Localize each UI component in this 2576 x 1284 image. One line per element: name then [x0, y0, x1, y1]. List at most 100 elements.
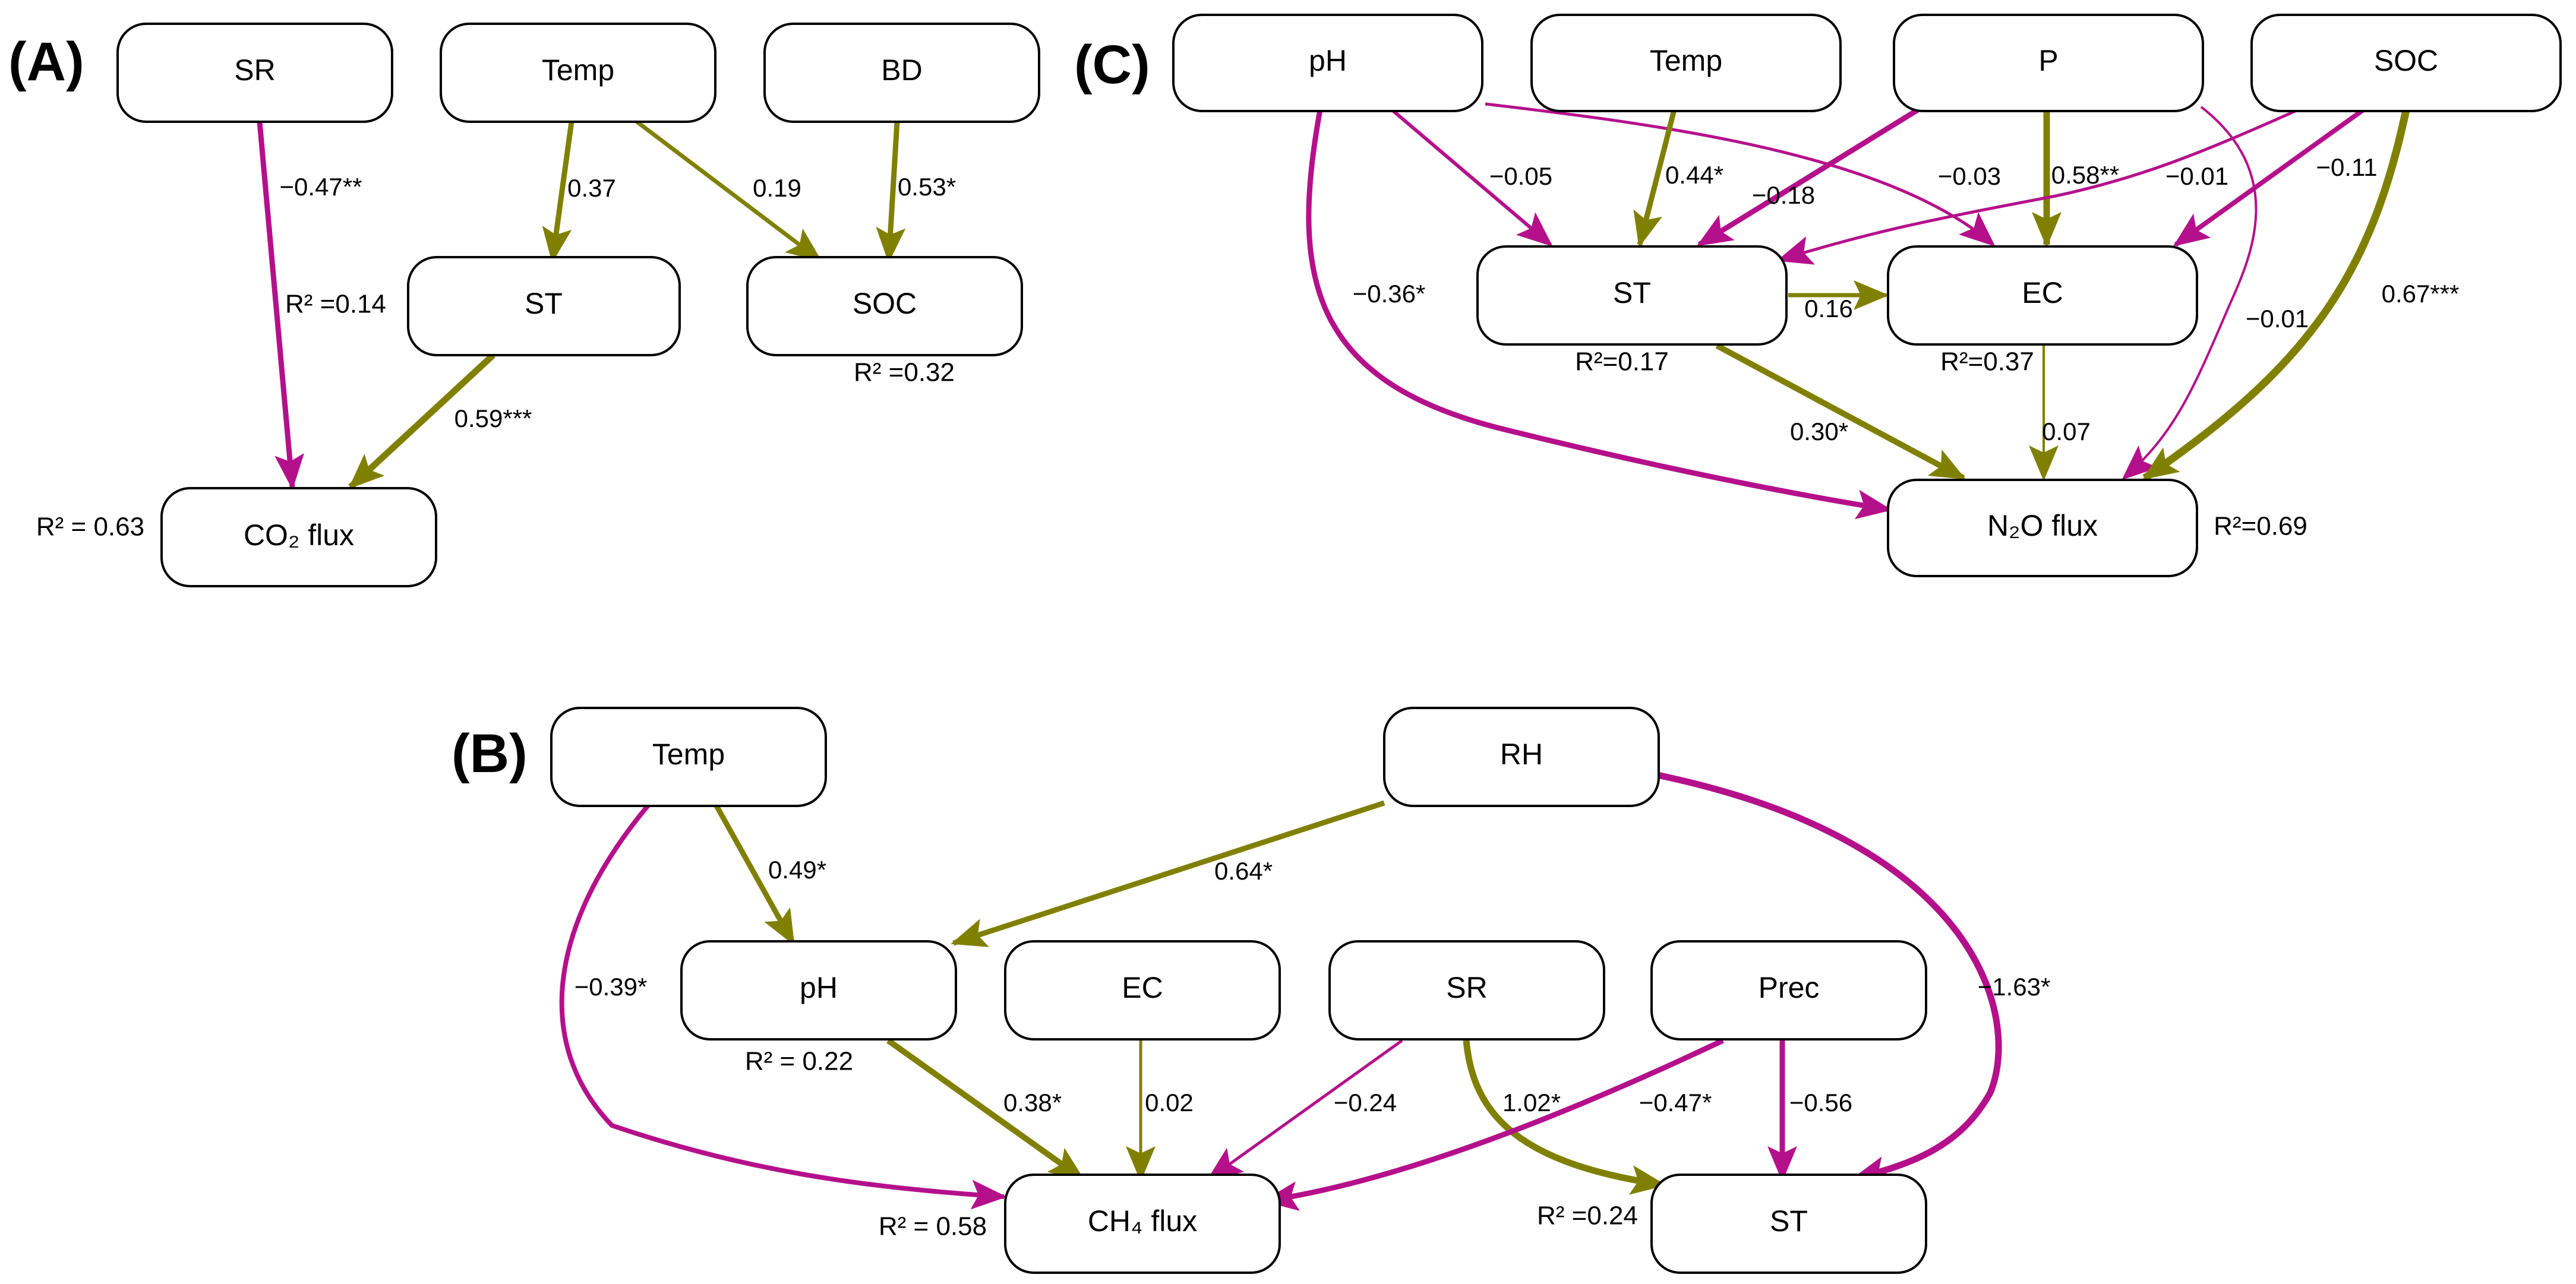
coef-c-st-n2o: 0.30* — [1790, 418, 1848, 445]
node-c-ph-label: pH — [1309, 44, 1347, 77]
node-a-bd-label: BD — [881, 53, 922, 87]
node-a-co2-flux: CO₂ flux — [160, 487, 437, 587]
edge-b-temp-ph — [714, 803, 795, 946]
coef-c-ph-n2o: −0.36* — [1353, 280, 1426, 308]
r2-b-ph: R² = 0.22 — [745, 1047, 853, 1076]
coef-b-prec-st: −0.56 — [1789, 1089, 1852, 1117]
edge-c-st-n2o — [1715, 343, 1966, 481]
edge-b-ph-ch4 — [886, 1038, 1085, 1182]
node-a-sr-label: SR — [234, 53, 275, 87]
node-b-rh: RH — [1383, 707, 1660, 807]
coef-b-sr-st: 1.02* — [1502, 1089, 1561, 1117]
edge-c-ph-ec — [1485, 102, 1996, 247]
edge-b-sr-ch4 — [1206, 1039, 1403, 1181]
r2-b-st: R² =0.24 — [1537, 1201, 1638, 1231]
edge-a-sr-co2 — [257, 121, 305, 490]
node-a-bd: BD — [763, 23, 1040, 123]
node-b-ec-label: EC — [1122, 971, 1163, 1004]
edge-c-p-st — [1696, 107, 1920, 247]
edge-c-soc-ec — [2173, 107, 2365, 247]
edge-c-temp-st — [1633, 109, 1677, 248]
coef-b-rh-ph: 0.64* — [1214, 857, 1273, 885]
r2-a-co2: R² = 0.63 — [36, 513, 144, 542]
coef-c-soc-n2o: 0.67*** — [2382, 280, 2460, 308]
coef-a-temp-soc: 0.19 — [753, 174, 801, 202]
node-b-prec: Prec — [1650, 940, 1927, 1041]
coef-b-temp-ch4: −0.39* — [574, 973, 648, 1001]
coef-a-temp-st: 0.37 — [567, 174, 616, 202]
edge-c-soc-n2o — [2142, 109, 2410, 482]
node-b-ch4-label: CH₄ flux — [1088, 1204, 1197, 1238]
node-c-soc: SOC — [2250, 14, 2562, 112]
node-a-sr: SR — [116, 23, 393, 123]
coef-c-p-st: −0.18 — [1752, 181, 1815, 209]
coef-c-temp-st: 0.44* — [1665, 161, 1723, 189]
edge-a-st-co2 — [348, 352, 495, 490]
edge-c-ph-st — [1391, 108, 1553, 247]
node-b-sr-label: SR — [1446, 971, 1487, 1004]
edge-b-rh-ph — [951, 800, 1385, 947]
node-b-temp: Temp — [550, 707, 827, 807]
node-b-ph-label: pH — [800, 971, 838, 1004]
node-b-ph: pH — [680, 940, 957, 1041]
edge-a-temp-st — [542, 121, 574, 263]
coef-b-ph-ch4: 0.38* — [1003, 1089, 1062, 1117]
node-b-ec: EC — [1004, 940, 1281, 1041]
panel-b: (B) 0.49* −0.39* 0.64* −1.63* 0.38* 0.02… — [452, 707, 2051, 1274]
node-b-prec-label: Prec — [1759, 971, 1820, 1004]
r2-a-st: R² =0.14 — [285, 290, 386, 319]
panel-b-label: (B) — [452, 723, 528, 784]
r2-a-soc: R² =0.32 — [854, 358, 955, 387]
edge-b-rh-st — [1656, 771, 2002, 1185]
node-a-soc: SOC — [746, 256, 1023, 356]
coef-b-rh-st: −1.63* — [1978, 973, 2051, 1001]
node-a-st: ST — [407, 256, 681, 356]
node-a-soc-label: SOC — [853, 287, 917, 320]
coef-c-ph-ec: −0.03 — [1938, 162, 2001, 190]
panel-c-label: (C) — [1074, 34, 1150, 95]
node-c-n2o-flux: N₂O flux — [1887, 479, 2198, 577]
edge-a-temp-soc — [635, 120, 822, 263]
node-c-p-label: P — [2038, 44, 2058, 77]
node-c-temp: Temp — [1530, 14, 1842, 112]
node-c-ec: EC — [1887, 245, 2198, 346]
node-c-p: P — [1893, 14, 2204, 112]
panel-a: (A) −0.47** 0.37 0.19 0.53* 0.59*** SR T… — [8, 23, 1040, 587]
r2-c-ec: R²=0.37 — [1940, 347, 2034, 377]
edge-b-temp-ch4 — [559, 803, 1007, 1210]
edge-a-bd-soc — [876, 121, 906, 263]
coef-b-sr-ch4: −0.24 — [1334, 1089, 1397, 1117]
coef-c-p-ec: 0.58** — [2051, 161, 2119, 189]
coef-c-ph-st: −0.05 — [1489, 162, 1552, 190]
panel-a-label: (A) — [8, 31, 84, 92]
coef-c-st-ec: 0.16 — [1804, 295, 1853, 322]
coef-a-sr-co2: −0.47** — [280, 173, 362, 201]
coef-a-bd-soc: 0.53* — [898, 173, 956, 201]
coef-b-ec-ch4: 0.02 — [1145, 1089, 1194, 1117]
node-b-st: ST — [1650, 1174, 1927, 1274]
node-a-temp-label: Temp — [542, 53, 614, 87]
coef-a-st-co2: 0.59*** — [454, 404, 532, 432]
panel-c: (C) −0.05 −0.03 −0.36* 0.44* −0.18 0.58*… — [1074, 14, 2562, 577]
edge-b-prec-ch4 — [1262, 1038, 1724, 1211]
node-b-st-label: ST — [1770, 1204, 1808, 1238]
node-b-ch4-flux: CH₄ flux — [1004, 1174, 1281, 1274]
node-b-sr: SR — [1328, 940, 1605, 1041]
edge-c-soc-st — [1776, 108, 2299, 265]
node-a-co2-label: CO₂ flux — [244, 518, 354, 552]
node-b-temp-label: Temp — [652, 738, 725, 771]
coef-c-soc-st: −0.01 — [2165, 162, 2228, 190]
edge-c-ph-n2o — [1306, 109, 1892, 520]
r2-c-st: R²=0.17 — [1575, 347, 1669, 377]
edge-c-p-n2o — [2122, 106, 2258, 480]
node-a-temp: Temp — [440, 23, 716, 123]
node-c-ph: pH — [1172, 14, 1483, 112]
coef-b-temp-ph: 0.49* — [768, 856, 826, 884]
coef-c-ec-n2o: 0.07 — [2042, 418, 2091, 445]
node-c-ec-label: EC — [2022, 276, 2063, 309]
node-c-st: ST — [1476, 245, 1788, 346]
r2-b-ch4: R² = 0.58 — [879, 1212, 987, 1241]
r2-c-n2o: R²=0.69 — [2214, 512, 2307, 541]
coef-c-soc-ec: −0.11 — [2316, 153, 2377, 181]
